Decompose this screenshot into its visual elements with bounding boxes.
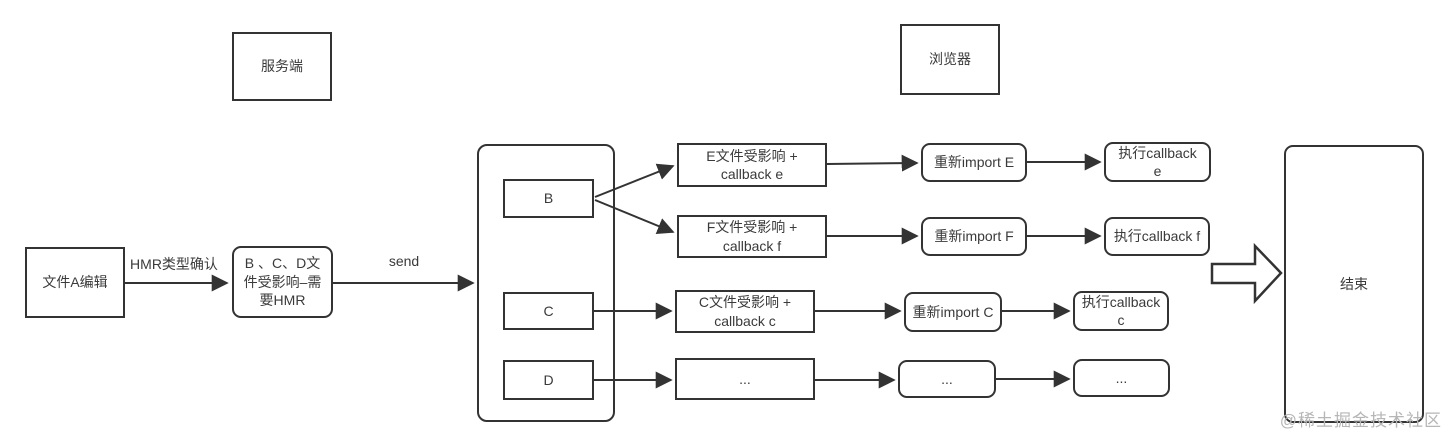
node-c-label: C xyxy=(543,302,554,319)
node-d: D xyxy=(503,360,594,400)
node-file-a-edit: 文件A编辑 xyxy=(25,247,125,318)
node-d-label: D xyxy=(543,371,554,388)
node-exec-callback-f-label: 执行callback f xyxy=(1113,228,1201,245)
node-c-affected-label: C文件受影响 + callback c xyxy=(698,294,792,329)
node-c: C xyxy=(503,292,594,330)
node-exec-callback-e: 执行callback e xyxy=(1104,142,1211,182)
node-d-affected: ... xyxy=(675,358,815,400)
node-reimport-f: 重新import F xyxy=(921,217,1027,256)
server-section-label: 服务端 xyxy=(261,58,303,75)
node-reimport-e-label: 重新import E xyxy=(933,154,1015,171)
server-section-box: 服务端 xyxy=(232,32,332,101)
edge-b-to-e xyxy=(594,163,675,198)
node-e-affected: E文件受影响 + callback e xyxy=(677,143,827,187)
node-end: 结束 xyxy=(1284,145,1424,423)
node-reimport-c: 重新import C xyxy=(904,292,1002,332)
node-reimport-d: ... xyxy=(898,360,996,398)
browser-section-box: 浏览器 xyxy=(900,24,1000,95)
node-exec-callback-e-label: 执行callback e xyxy=(1118,144,1197,179)
node-b: B xyxy=(503,179,594,218)
node-end-label: 结束 xyxy=(1340,275,1368,292)
edge-b-to-f xyxy=(594,199,675,235)
node-bcd-affected-label: B 、C、D文 件受影响–需 要HMR xyxy=(243,255,322,309)
node-f-affected: F文件受影响 + callback f xyxy=(677,215,827,258)
node-exec-callback-d-label: ... xyxy=(1115,369,1128,386)
node-f-affected-label: F文件受影响 + callback f xyxy=(706,219,798,254)
edge-label-send: send xyxy=(388,253,420,269)
node-exec-callback-d: ... xyxy=(1073,359,1170,397)
node-c-affected: C文件受影响 + callback c xyxy=(675,290,815,333)
browser-section-label: 浏览器 xyxy=(929,51,971,68)
node-exec-callback-f: 执行callback f xyxy=(1104,217,1210,256)
node-reimport-f-label: 重新import F xyxy=(934,228,1014,245)
node-reimport-d-label: ... xyxy=(941,370,953,387)
node-d-affected-label: ... xyxy=(739,370,751,387)
node-b-label: B xyxy=(543,190,554,207)
node-e-affected-label: E文件受影响 + callback e xyxy=(706,147,798,182)
node-file-a-edit-label: 文件A编辑 xyxy=(42,274,108,291)
node-exec-callback-c-label: 执行callback c xyxy=(1081,293,1161,328)
block-arrow-to-end xyxy=(1210,242,1283,305)
node-reimport-c-label: 重新import C xyxy=(912,303,994,320)
edge-eaffected-to-importe xyxy=(826,154,919,172)
node-reimport-e: 重新import E xyxy=(921,143,1027,182)
node-bcd-affected: B 、C、D文 件受影响–需 要HMR xyxy=(232,246,333,318)
watermark-text: @稀土掘金技术社区 xyxy=(1279,411,1442,430)
edge-label-hmr-type: HMR类型确认 xyxy=(130,256,218,272)
node-exec-callback-c: 执行callback c xyxy=(1073,291,1169,331)
